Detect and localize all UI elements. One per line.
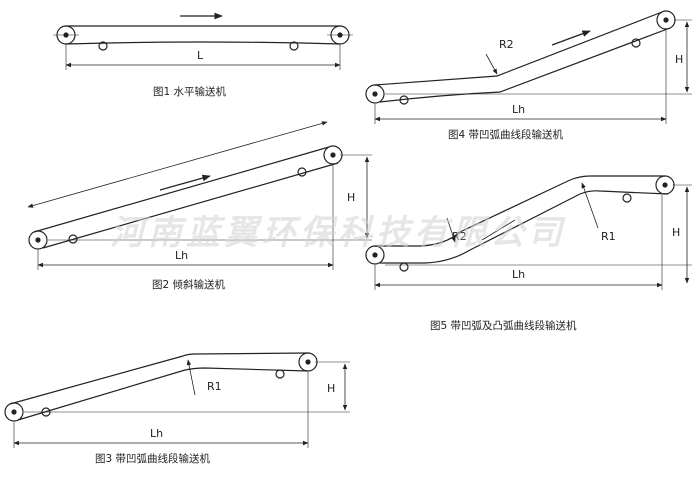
fig3-radius-arrow — [186, 359, 196, 396]
fig5-belt-lower — [380, 190, 669, 264]
fig1-pulley-right — [327, 25, 353, 45]
fig2-belt-lower — [42, 162, 339, 249]
fig5-caption: 图5 带凹弧及凸弧曲线段输送机 — [430, 320, 577, 332]
fig4-belt-upper — [374, 11, 663, 86]
fig1-length-label: L — [197, 49, 204, 62]
fig2-pulley-lower — [28, 230, 48, 250]
fig3-pulley-lower — [4, 402, 24, 422]
fig3-belt-upper — [9, 352, 309, 405]
fig2-caption: 图2 倾斜输送机 — [152, 279, 226, 291]
fig4-radius-label: R2 — [499, 38, 514, 51]
fig1-idler-right — [289, 41, 299, 51]
fig2-length-label: Lh — [175, 249, 188, 262]
fig5-radius-convex-arrow — [581, 182, 599, 229]
fig3-radius-label: R1 — [207, 380, 222, 393]
fig5-direction-arrow — [481, 219, 516, 241]
fig4-length-label: Lh — [512, 103, 525, 116]
fig3-caption: 图3 带凹弧曲线段输送机 — [95, 453, 211, 465]
fig5-radius-concave-label: R2 — [452, 230, 467, 243]
fig5-idler-upper — [622, 193, 632, 203]
figure-1-horizontal-conveyor — [53, 12, 353, 70]
fig5-height-label: H — [672, 226, 680, 239]
fig1-idler-left — [98, 41, 108, 51]
fig4-pulley-lower — [365, 84, 385, 104]
figure-2-inclined-conveyor — [27, 121, 372, 270]
fig4-pulley-upper — [656, 10, 676, 30]
fig2-height-label: H — [347, 191, 355, 204]
figure-5-concave-convex-conveyor — [365, 175, 692, 290]
fig4-caption: 图4 带凹弧曲线段输送机 — [448, 129, 564, 141]
fig5-idler-lower — [399, 262, 409, 272]
fig4-height-label: H — [675, 53, 683, 66]
fig2-slope-dimension — [27, 121, 328, 208]
fig5-radius-concave-arrow — [446, 217, 456, 243]
fig1-belt-lower — [65, 41, 341, 45]
fig5-belt-upper — [375, 175, 665, 247]
fig5-length-label: Lh — [512, 268, 525, 281]
fig4-radius-arrow — [485, 53, 498, 75]
fig2-idler-lower — [68, 234, 78, 244]
fig4-belt-lower — [379, 27, 671, 103]
fig3-height-label: H — [327, 382, 335, 395]
fig4-idler-upper — [631, 38, 641, 48]
fig3-belt-lower — [17, 367, 309, 421]
fig5-radius-convex-label: R1 — [601, 230, 616, 243]
fig3-idler-upper — [275, 369, 285, 379]
fig3-pulley-upper — [298, 352, 318, 372]
fig2-belt-upper — [33, 146, 330, 233]
fig2-pulley-upper — [323, 145, 343, 165]
figure-4-concave-conveyor — [365, 10, 692, 124]
fig5-pulley-upper — [655, 175, 675, 195]
figure-3-concave-conveyor — [4, 352, 350, 448]
fig4-direction-arrow — [551, 30, 591, 46]
fig3-length-label: Lh — [150, 427, 163, 440]
fig5-pulley-lower — [365, 245, 385, 265]
fig1-caption: 图1 水平输送机 — [153, 86, 227, 98]
fig1-pulley-left — [53, 25, 79, 45]
fig4-idler-lower — [399, 95, 409, 105]
